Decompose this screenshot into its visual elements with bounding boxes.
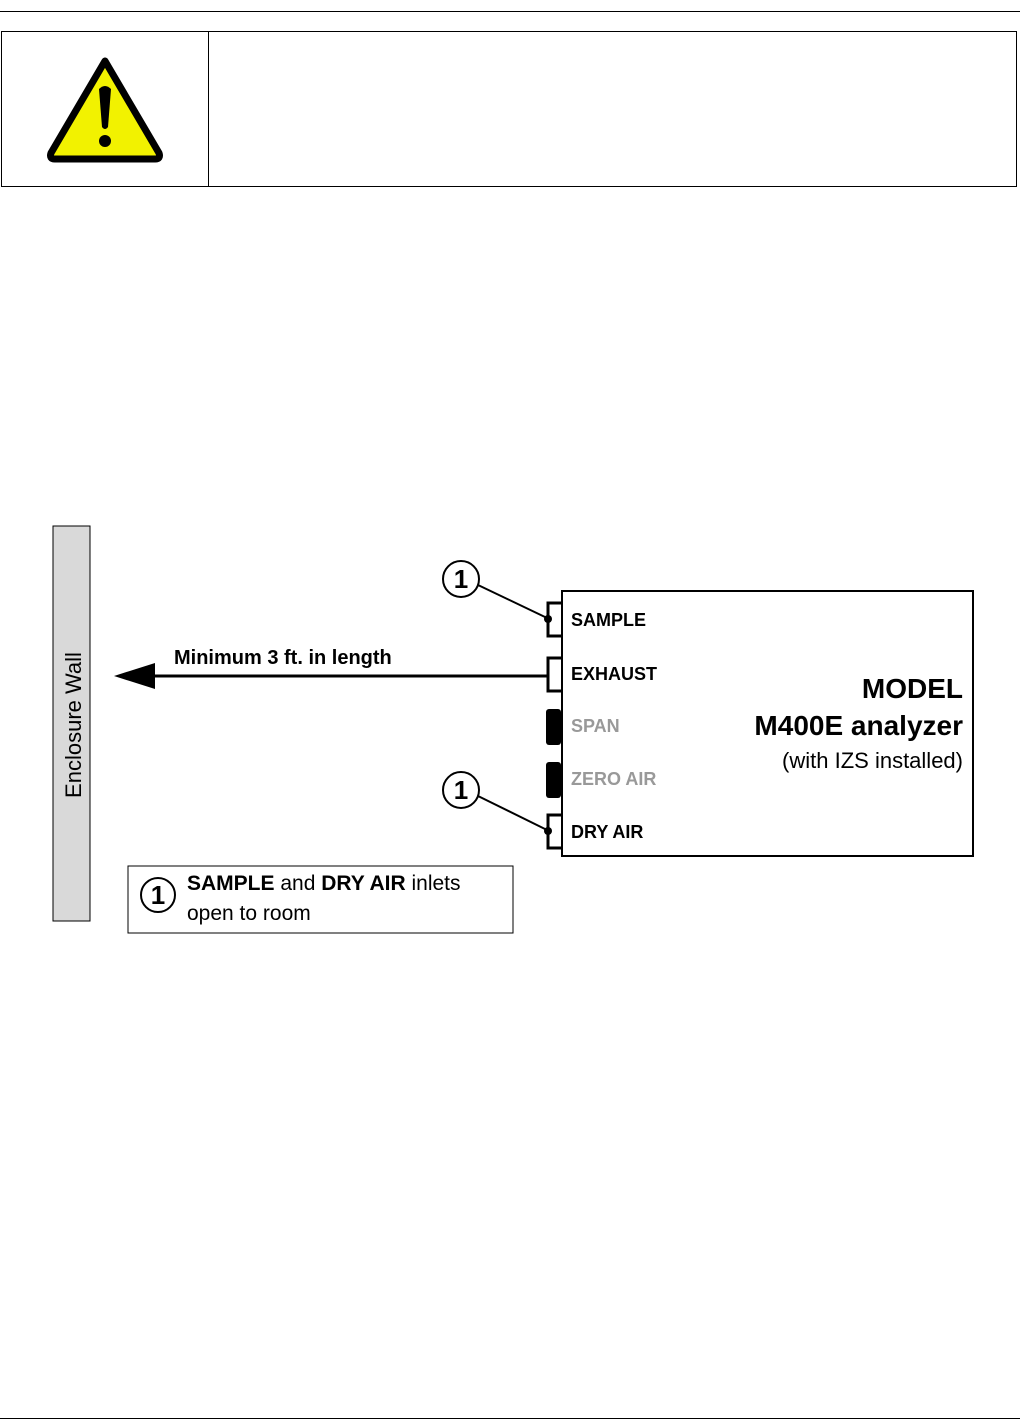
- callout-number-sample: 1: [454, 564, 468, 594]
- footer-rule: [0, 1418, 1020, 1419]
- legend-number: 1: [151, 880, 165, 910]
- arrow-head-icon: [114, 663, 155, 689]
- port-span: SPAN: [546, 709, 620, 745]
- warning-box: [1, 31, 1017, 187]
- callout-leader-sample: [477, 584, 546, 618]
- enclosure-wall-label: Enclosure Wall: [61, 652, 86, 798]
- legend-marker: [140, 877, 176, 913]
- port-exhaust: EXHAUST: [546, 656, 657, 693]
- exhaust-line-label: Minimum 3 ft. in length: [174, 647, 392, 669]
- analyzer-title-line1: MODEL: [862, 673, 963, 704]
- port-label-span: SPAN: [571, 716, 620, 736]
- warning-icon-cell: [2, 32, 209, 186]
- enclosure-wall: [52, 525, 91, 922]
- legend-box: [127, 865, 514, 934]
- port-zero-air: ZERO AIR: [546, 762, 656, 798]
- callout-leader-dry-air: [477, 795, 546, 830]
- port-label-zero-air: ZERO AIR: [571, 769, 656, 789]
- warning-text-cell: [209, 32, 1016, 186]
- port-dry-air: DRY AIR: [544, 813, 643, 850]
- header-rule: [0, 11, 1020, 12]
- legend-line2: open to room: [187, 902, 311, 925]
- warning-triangle-icon: [47, 57, 163, 163]
- analyzer-title-line3: (with IZS installed): [782, 748, 963, 773]
- callout-marker-sample: [442, 560, 480, 598]
- port-sample: SAMPLE: [544, 601, 646, 638]
- port-label-sample: SAMPLE: [571, 610, 646, 630]
- analyzer-title-line2: M400E analyzer: [754, 710, 963, 741]
- exhaust-diagram: Enclosure Wall Minimum 3 ft. in length M…: [52, 525, 974, 934]
- port-label-exhaust: EXHAUST: [571, 664, 657, 684]
- callout-number-dry-air: 1: [454, 775, 468, 805]
- callout-marker-dry-air: [442, 771, 480, 809]
- legend-line1: SAMPLE and DRY AIR inlets: [187, 872, 461, 895]
- port-label-dry-air: DRY AIR: [571, 822, 643, 842]
- analyzer-box: [561, 590, 974, 857]
